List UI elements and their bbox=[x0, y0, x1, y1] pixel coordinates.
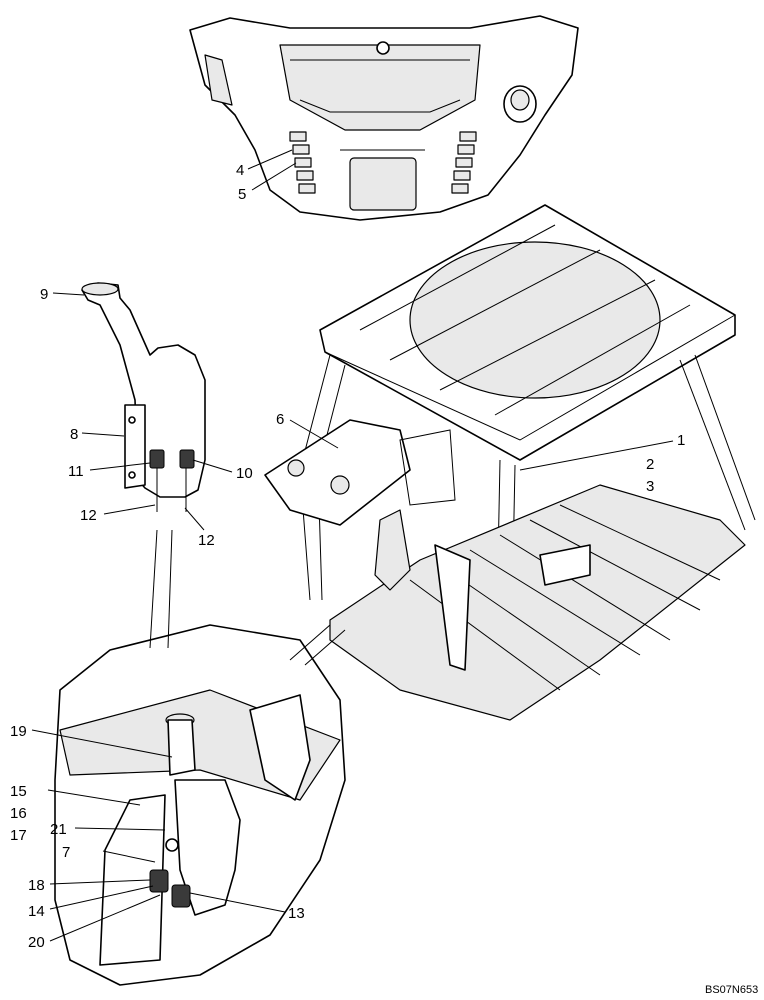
callout-2: 2 bbox=[646, 456, 654, 473]
callout-16: 16 bbox=[10, 805, 27, 822]
detail-guide-line bbox=[289, 624, 331, 661]
washer-reservoir-assembly bbox=[81, 282, 206, 512]
callout-7: 7 bbox=[62, 844, 70, 861]
callout-12b: 12 bbox=[198, 532, 215, 549]
callout-12a: 12 bbox=[80, 507, 97, 524]
callout-10: 10 bbox=[236, 465, 253, 482]
callout-20: 20 bbox=[28, 934, 45, 951]
callout-11: 11 bbox=[68, 463, 84, 480]
overhead-console bbox=[189, 15, 579, 221]
callout-14: 14 bbox=[28, 903, 45, 920]
callout-5: 5 bbox=[238, 186, 246, 203]
leader-lines bbox=[31, 149, 674, 942]
callout-18: 18 bbox=[28, 877, 45, 894]
callout-9: 9 bbox=[40, 286, 48, 303]
callout-3: 3 bbox=[646, 478, 654, 495]
detail-guide-line bbox=[149, 529, 158, 649]
callout-8: 8 bbox=[70, 426, 78, 443]
callout-4: 4 bbox=[236, 162, 244, 179]
callout-19: 19 bbox=[10, 723, 27, 740]
reference-code: BS07N653 bbox=[705, 984, 758, 996]
callout-15: 15 bbox=[10, 783, 27, 800]
callout-21: 21 bbox=[50, 821, 67, 838]
callout-6: 6 bbox=[276, 411, 284, 428]
callout-1: 1 bbox=[677, 432, 685, 449]
detail-guide-line bbox=[304, 629, 346, 666]
detail-guide-line bbox=[167, 529, 173, 649]
callout-13: 13 bbox=[288, 905, 305, 922]
callout-labels: 1 2 3 4 5 6 7 8 9 10 11 12 12 13 14 15 1… bbox=[10, 162, 685, 951]
cab-assembly bbox=[264, 204, 756, 721]
detail-view bbox=[54, 624, 346, 986]
callout-17: 17 bbox=[10, 827, 27, 844]
